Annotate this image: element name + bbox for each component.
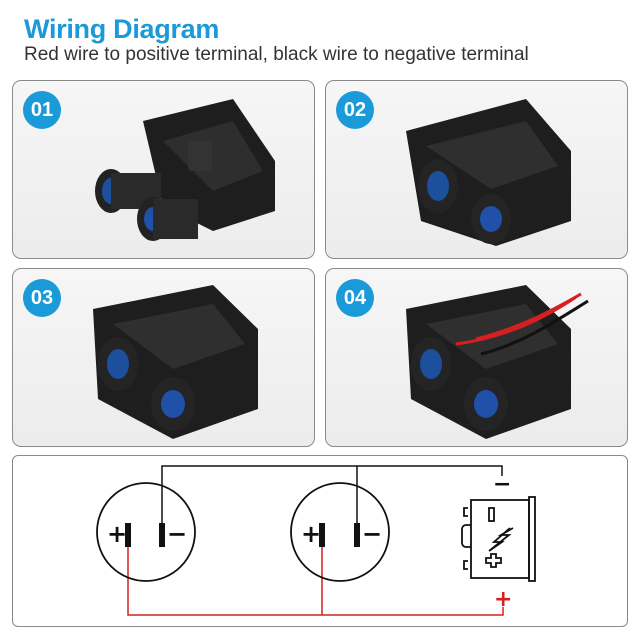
product-image-step-2 [406,99,571,246]
step-panel-3: 03 [12,268,315,447]
negative-wire [161,465,503,523]
step-panel-1: 01 [12,80,315,259]
socket-1-minus-label: − [167,520,187,548]
socket-2 [290,482,390,582]
page-subtitle: Red wire to positive terminal, black wir… [24,44,529,65]
step-badge: 04 [336,279,374,317]
step-badge: 03 [23,279,61,317]
socket-2-minus-label: − [362,520,382,548]
socket-1 [96,482,196,582]
product-image-step-1 [95,99,275,241]
product-image-step-3 [93,285,258,439]
positive-wire [127,546,504,616]
socket-1-plus-label: + [107,520,127,548]
battery-negative-label: − [493,472,511,497]
battery-positive-label: + [494,587,512,612]
step-panel-4: 04 [325,268,628,447]
step-badge: 01 [23,91,61,129]
battery-icon [461,496,536,582]
page-title: Wiring Diagram [24,14,220,44]
product-image-step-4 [406,285,589,439]
step-badge: 02 [336,91,374,129]
socket-2-plus-label: + [301,520,321,548]
step-panel-2: 02 [325,80,628,259]
